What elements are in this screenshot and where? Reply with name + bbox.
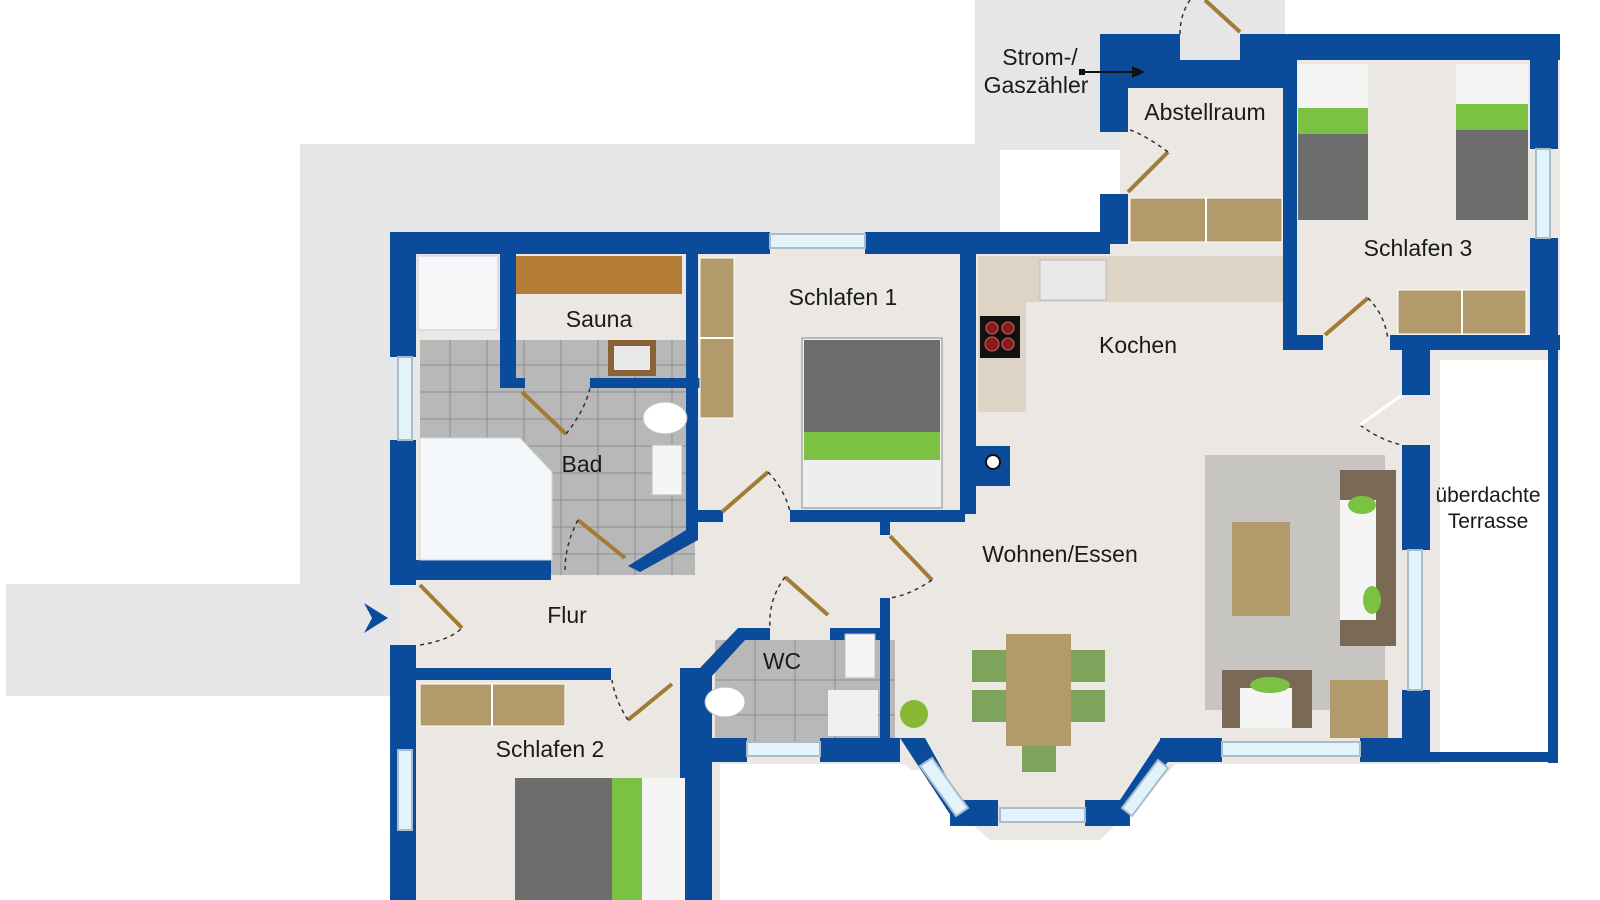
sauna-bench (516, 256, 682, 294)
meter-label-line2: Gaszähler (984, 72, 1089, 98)
room-label-bad: Bad (562, 451, 603, 477)
room-label-wc: WC (763, 648, 801, 674)
dining-table (1006, 634, 1071, 746)
room-label-terrasse-line2: Terrasse (1448, 510, 1529, 533)
glass-door (1359, 393, 1403, 427)
furniture (417, 64, 1528, 900)
chimney (985, 454, 1001, 470)
kitchen-counter (978, 256, 1283, 302)
meter-arrow (1079, 66, 1145, 78)
room-label-schlafen3: Schlafen 3 (1364, 235, 1473, 261)
toilet-bad (642, 401, 688, 435)
meter-label-line1: Strom-/ (1002, 44, 1078, 70)
bathtub (419, 437, 553, 561)
walls (390, 34, 1560, 900)
room-label-sauna: Sauna (566, 306, 633, 332)
cabinet-wc (828, 690, 878, 736)
room-label-abstellraum: Abstellraum (1144, 99, 1265, 125)
room-label-kochen: Kochen (1099, 332, 1177, 358)
room-label-schlafen2: Schlafen 2 (496, 736, 605, 762)
kitchen-sink (1039, 259, 1107, 301)
cooktop (980, 316, 1020, 358)
sink-wc (844, 633, 876, 679)
dining-chairs (972, 650, 1105, 772)
room-label-schlafen1: Schlafen 1 (789, 284, 898, 310)
entrance-arrow-icon (364, 603, 388, 633)
sink-bad (651, 444, 683, 496)
room-label-wohnen-essen: Wohnen/Essen (982, 541, 1138, 567)
room-label-flur: Flur (547, 602, 587, 628)
windows (397, 148, 1551, 831)
side-table (1330, 680, 1388, 738)
room-label-terrasse-line1: überdachte (1435, 484, 1540, 507)
coffee-table (1232, 522, 1290, 616)
plant (900, 700, 928, 728)
toilet-wc (704, 686, 746, 718)
doors (418, 0, 1370, 722)
shower (417, 255, 499, 331)
door-swings (419, 0, 1403, 721)
